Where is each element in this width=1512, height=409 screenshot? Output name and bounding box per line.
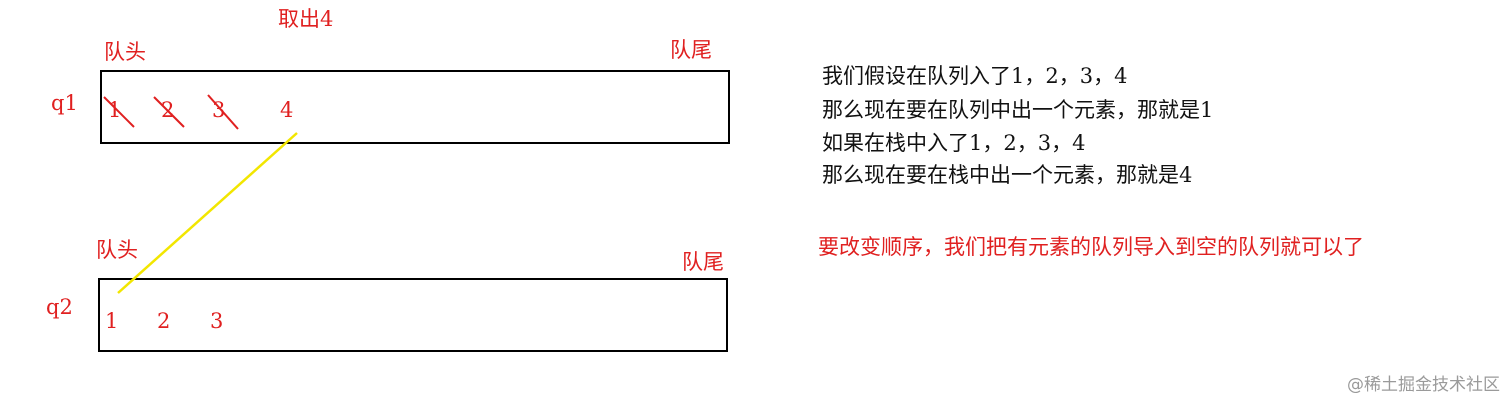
q2-item-3: 3: [210, 309, 224, 333]
q1-head-label: 队头: [104, 40, 146, 64]
q2-item-1: 1: [105, 309, 119, 333]
note-line-4: 那么现在要在栈中出一个元素，那就是4: [822, 163, 1193, 187]
q1-name-label: q1: [51, 91, 78, 115]
q1-queue-box: [100, 70, 730, 144]
take-out-label: 取出4: [278, 7, 334, 31]
note-line-1: 我们假设在队列入了1，2，3，4: [822, 64, 1128, 88]
q2-item-2: 2: [157, 309, 171, 333]
strike-mark-3: [207, 94, 239, 130]
strike-mark-2: [153, 96, 185, 128]
q1-item-4: 4: [280, 98, 294, 122]
conclusion-text: 要改变顺序，我们把有元素的队列导入到空的队列就可以了: [818, 235, 1364, 259]
watermark: @稀土掘金技术社区: [1347, 375, 1500, 395]
move-arrow-line: [117, 132, 298, 294]
q2-tail-label: 队尾: [682, 250, 724, 274]
strike-mark-1: [103, 96, 135, 128]
q1-tail-label: 队尾: [670, 38, 712, 62]
note-line-2: 那么现在要在队列中出一个元素，那就是1: [822, 98, 1214, 122]
q2-name-label: q2: [46, 295, 73, 319]
q2-queue-box: [98, 278, 728, 352]
note-line-3: 如果在栈中入了1，2，3，4: [822, 131, 1086, 155]
q2-head-label: 队头: [96, 238, 138, 262]
